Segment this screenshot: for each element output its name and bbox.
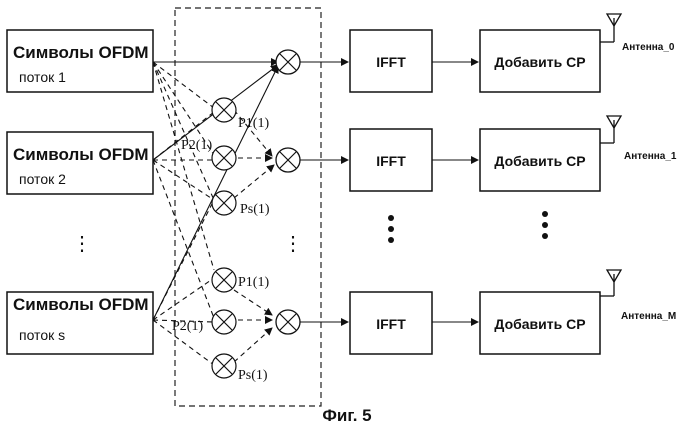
antenna-0-icon: [600, 14, 621, 42]
vdots-mid: ⋮: [283, 233, 303, 255]
add-cp-block-m: Добавить CP: [480, 292, 600, 354]
source-box-s: Символы OFDM поток s: [7, 292, 153, 354]
ifft-1-label: IFFT: [376, 153, 406, 169]
ifft-block-1: IFFT: [350, 129, 432, 191]
chain-ellipsis: [388, 211, 548, 243]
label-p2-bottom: P2(1): [172, 319, 203, 334]
sum-node-m: [276, 310, 300, 334]
source-2-title: Символы OFDM: [13, 145, 149, 164]
antenna-0-label: Антенна_0: [622, 42, 675, 53]
ifft-block-m: IFFT: [350, 292, 432, 354]
multiplier-p2-top: [212, 146, 236, 170]
source-box-1: Символы OFDM поток 1: [7, 30, 153, 92]
ifft-block-0: IFFT: [350, 30, 432, 92]
source-2-stream: поток 2: [19, 171, 66, 187]
label-p2-top: P2(1): [181, 138, 212, 153]
add-cp-1-label: Добавить CP: [494, 153, 585, 169]
multiplier-p2-bottom: [212, 310, 236, 334]
antenna-m-icon: [600, 270, 621, 296]
label-p1-top: P1(1): [238, 116, 269, 131]
source-1-stream: поток 1: [19, 69, 66, 85]
add-cp-0-label: Добавить CP: [494, 54, 585, 70]
label-p1-bottom: P1(1): [238, 275, 269, 290]
multiplier-p1-top: [212, 98, 236, 122]
antenna-1-icon: [600, 116, 621, 143]
vdots-left: ⋮: [72, 233, 92, 255]
source-box-2: Символы OFDM поток 2: [7, 132, 153, 194]
add-cp-block-1: Добавить CP: [480, 129, 600, 191]
sum-node-1: [276, 148, 300, 172]
ifft-m-label: IFFT: [376, 316, 406, 332]
multiplier-p1-bottom: [212, 268, 236, 292]
figure-caption: Фиг. 5: [322, 406, 371, 425]
label-ps-top: Ps(1): [240, 202, 270, 217]
label-ps-bottom: Ps(1): [238, 368, 268, 383]
sum-node-0: [276, 50, 300, 74]
add-cp-m-label: Добавить CP: [494, 316, 585, 332]
multiplier-ps-top: [212, 191, 236, 215]
source-s-stream: поток s: [19, 327, 65, 343]
source-1-title: Символы OFDM: [13, 43, 149, 62]
multiplier-ps-bottom: [212, 354, 236, 378]
source-s-title: Символы OFDM: [13, 295, 149, 314]
antenna-m-label: Антенна_M: [621, 311, 676, 322]
antenna-1-label: Антенна_1: [624, 151, 677, 162]
add-cp-block-0: Добавить CP: [480, 30, 600, 92]
ifft-0-label: IFFT: [376, 54, 406, 70]
